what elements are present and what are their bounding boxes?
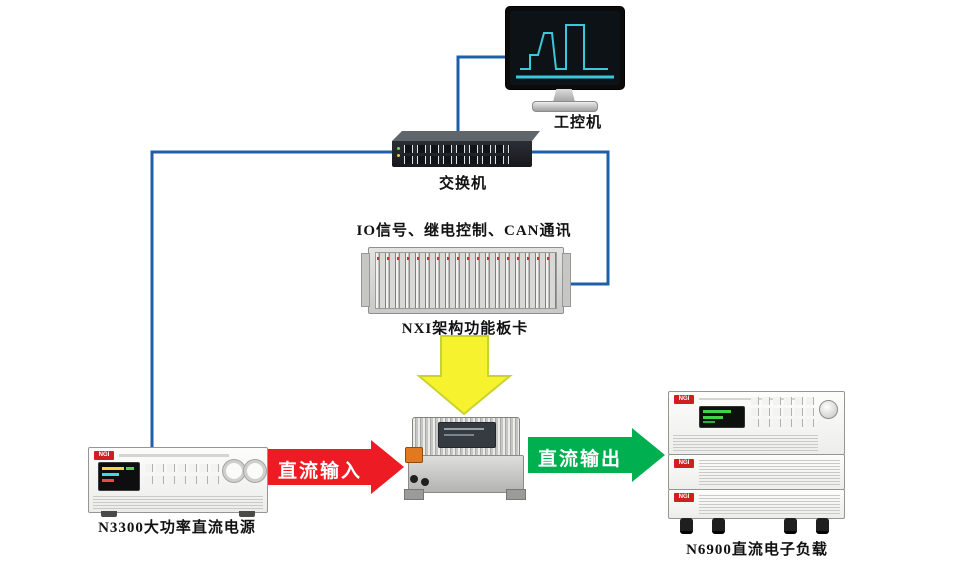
monitor-stand-base: [532, 101, 598, 112]
psu-label: N3300大功率直流电源: [98, 520, 256, 536]
load-unit-bottom: NGI: [668, 489, 845, 519]
caster-wheel: [680, 518, 693, 534]
nameplate: [438, 422, 496, 448]
rack-ear-left: [361, 253, 370, 307]
display-readout-line: [102, 473, 119, 476]
vent-grille: [93, 494, 263, 509]
rotary-knob-icon: [819, 400, 838, 419]
industrial-pc-label: 工控机: [553, 115, 603, 131]
display-readout-line: [102, 479, 114, 482]
dc-power-supply: NGI: [88, 447, 268, 517]
dut-front-face: [408, 455, 524, 493]
load-unit-middle: NGI: [668, 454, 845, 490]
psu-display: [98, 462, 140, 491]
load-display: [699, 406, 745, 428]
switch-led-green-icon: [397, 147, 400, 150]
display-readout-line: [703, 416, 723, 419]
monitor-stand-neck: [553, 89, 575, 102]
caster-wheel: [784, 518, 797, 534]
mounting-bracket: [404, 489, 424, 500]
vent-grille: [699, 460, 840, 485]
nxi-label: NXI架构功能板卡: [401, 321, 529, 337]
dc-input-label: 直流输入: [277, 461, 362, 482]
mounting-bracket: [506, 489, 526, 500]
round-connector-icon: [421, 478, 429, 486]
brand-logo: NGI: [674, 493, 694, 502]
pc-screen: [510, 11, 620, 85]
electronic-load: NGI NGI NGI: [668, 391, 845, 539]
output-socket-icon: [244, 460, 266, 482]
psu-button-grid: [145, 464, 221, 485]
brand-logo: NGI: [674, 459, 694, 468]
industrial-pc-monitor: [505, 6, 625, 90]
card-slots: [375, 252, 557, 309]
vent-grille: [699, 494, 840, 514]
nameplate-line: [444, 434, 474, 436]
output-socket-icon: [223, 460, 245, 482]
brand-logo: NGI: [94, 451, 114, 460]
nxi-caption: IO信号、继电控制、CAN通讯: [356, 223, 572, 239]
switch-led-yellow-icon: [397, 154, 400, 157]
load-unit-top: NGI: [668, 391, 845, 455]
card-led-row: [377, 257, 555, 260]
rj45-port-bank: [404, 145, 510, 164]
front-panel-text-strip: [119, 454, 229, 457]
nxi-chassis: [361, 247, 571, 314]
waveform-icon: [520, 24, 608, 70]
load-button-grid: [751, 397, 817, 428]
dut-converter: [404, 417, 526, 503]
display-readout-line: [703, 421, 715, 423]
display-readout-line: [126, 467, 134, 470]
switch-top-face: [392, 131, 540, 141]
round-connector-icon: [410, 475, 418, 483]
dc-output-label: 直流输出: [537, 449, 622, 470]
control-down-arrow: [416, 335, 513, 416]
display-readout-line: [703, 410, 731, 413]
hv-connector-icon: [405, 447, 423, 463]
load-label: N6900直流电子负载: [686, 542, 828, 558]
display-readout-line: [102, 467, 124, 470]
instrument-foot: [239, 511, 255, 517]
vent-grille: [673, 434, 818, 451]
line-switch-to-psu: [150, 150, 392, 450]
nameplate-line: [444, 428, 484, 430]
instrument-foot: [101, 511, 117, 517]
caster-wheel: [816, 518, 829, 534]
waveform-chart: [516, 24, 614, 79]
brand-logo: NGI: [674, 395, 694, 404]
switch-label: 交换机: [438, 176, 488, 192]
front-panel-text-strip: [699, 398, 799, 400]
caster-wheel: [712, 518, 725, 534]
rack-ear-right: [562, 253, 571, 307]
line-pc-to-switch: [456, 55, 505, 140]
